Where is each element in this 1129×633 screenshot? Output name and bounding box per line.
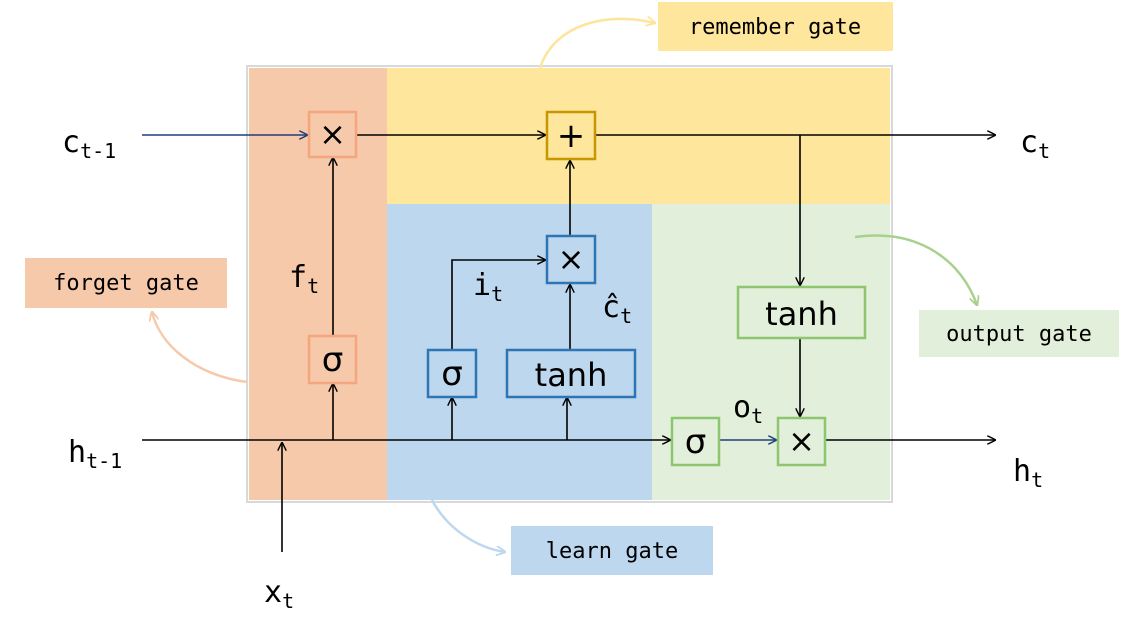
output-tanh-node: tanh xyxy=(736,285,867,340)
svg-text:tanh: tanh xyxy=(765,295,838,333)
output-multiply-node: × xyxy=(776,416,827,467)
output-gate-label-bg xyxy=(919,310,1119,357)
x-label: xt xyxy=(264,575,294,613)
svg-text:×: × xyxy=(558,240,585,278)
output-gate-label: output gate xyxy=(946,322,1092,347)
svg-text:tanh: tanh xyxy=(535,356,608,394)
remember-add-node: + xyxy=(545,110,597,161)
learn-callout-arrow xyxy=(430,499,505,552)
i-label: it xyxy=(473,268,503,306)
learn-gate-label-bg xyxy=(511,526,713,575)
remember-region xyxy=(387,68,890,204)
forget-callout-arrow xyxy=(152,312,248,384)
learn-gate-label: learn gate xyxy=(546,539,678,564)
remember-gate-label: remember gate xyxy=(689,15,861,40)
c-next-label: ct xyxy=(1020,125,1050,163)
o-label: ot xyxy=(733,390,763,428)
svg-text:σ: σ xyxy=(685,422,707,462)
svg-text:σ: σ xyxy=(322,340,344,380)
learn-tanh-node: tanh xyxy=(505,348,637,399)
remember-gate-label-bg xyxy=(658,2,893,51)
learn-sigma-node: σ xyxy=(426,348,478,399)
remember-callout-arrow xyxy=(538,19,655,69)
c-hat-label: ĉt xyxy=(602,290,632,328)
forget-multiply-node: × xyxy=(307,110,358,159)
h-prev-label: ht-1 xyxy=(68,435,122,473)
forget-gate-label-bg xyxy=(25,258,227,308)
svg-text:×: × xyxy=(319,115,346,153)
forget-gate-label: forget gate xyxy=(53,271,199,296)
output-callout-arrow xyxy=(854,234,977,305)
i-line xyxy=(451,260,545,349)
svg-text:+: + xyxy=(557,116,586,156)
svg-text:×: × xyxy=(788,422,815,460)
c-prev-label: ct-1 xyxy=(62,125,116,163)
f-label: ft xyxy=(289,260,319,298)
svg-text:σ: σ xyxy=(441,354,463,394)
learn-multiply-node: × xyxy=(545,234,597,285)
h-next-label: ht xyxy=(1013,454,1043,492)
output-sigma-node: σ xyxy=(670,416,721,467)
forget-sigma-node: σ xyxy=(307,334,358,385)
